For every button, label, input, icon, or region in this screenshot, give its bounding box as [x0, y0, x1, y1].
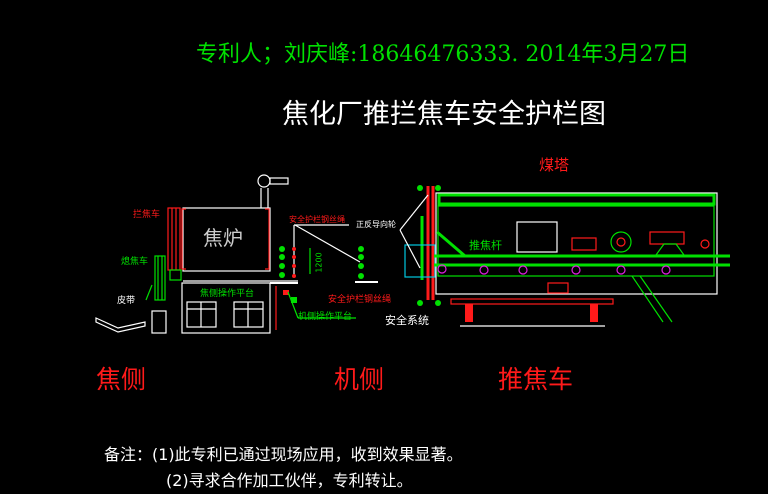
label-rope-top: 安全护栏钢丝绳 — [289, 215, 345, 224]
label-coal-tower: 煤塔 — [539, 156, 570, 174]
label-coke-guide-car: 拦焦车 — [133, 210, 161, 220]
label-quench-car: 熄焦车 — [121, 257, 149, 267]
coke-oven — [95, 174, 298, 334]
rope-detail — [279, 224, 378, 283]
safety-system — [399, 185, 441, 306]
label-rope-bottom: 安全护栏钢丝绳 — [328, 295, 392, 305]
note-line-1: 备注：(1)此专利已通过现场应用，收到效果显著。 — [104, 445, 463, 464]
label-belt: 皮带 — [117, 296, 136, 306]
label-pusher-ram: 推焦杆 — [469, 239, 502, 252]
section-coke-side: 焦侧 — [96, 365, 147, 394]
section-pusher-car: 推焦车 — [498, 365, 574, 394]
patent-holder-line: 专利人；刘庆峰:18646476333. 2014年3月27日 — [196, 42, 690, 67]
label-coke-side-platform: 焦侧操作平台 — [200, 289, 255, 299]
label-coke-oven: 焦炉 — [203, 226, 243, 250]
machine-side-platform — [270, 282, 356, 330]
section-machine-side: 机侧 — [334, 365, 385, 394]
label-safety-system: 安全系统 — [385, 314, 429, 327]
coke-guide-car — [167, 207, 270, 281]
quench-car — [145, 255, 166, 301]
label-machine-side-platform: 机侧操作平台 — [298, 312, 353, 322]
pusher-car — [434, 192, 730, 327]
label-dimension: 1200 — [314, 252, 324, 273]
label-guide-wheel: 正反导向轮 — [356, 220, 396, 229]
drawing-title: 焦化厂推拦焦车安全护栏图 — [282, 99, 606, 130]
note-line-2: (2)寻求合作加工伙伴，专利转让。 — [166, 471, 413, 490]
